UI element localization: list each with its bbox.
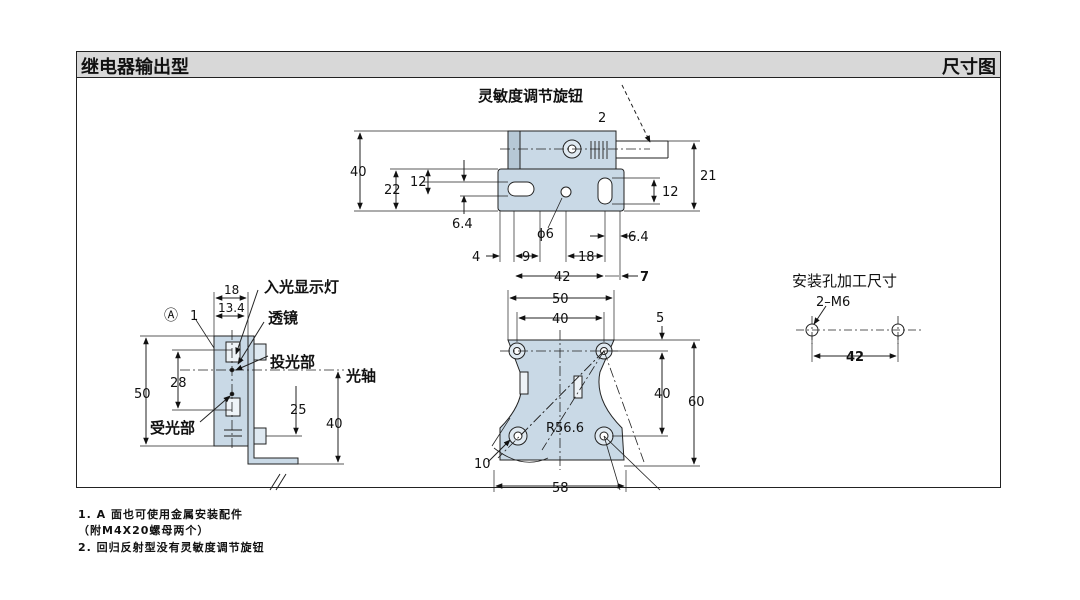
label-indicator: 入光显示灯 [264, 278, 339, 296]
dim-top-18: 18 [578, 250, 595, 265]
dimension-drawing-frame: 继电器输出型 尺寸图 [76, 51, 1001, 488]
side-bracket [247, 335, 299, 465]
front-view [487, 290, 700, 492]
dim-top-12: 12 [410, 175, 427, 190]
dim-top-6-4-right: 6.4 [628, 230, 649, 245]
header-title-right: 尺寸图 [942, 57, 996, 78]
header-title-left: 继电器输出型 [81, 57, 189, 78]
dim-top-7: 7 [640, 270, 649, 285]
dim-side-50: 50 [134, 387, 151, 402]
dim-side-40: 40 [326, 417, 343, 432]
dim-hole-m6: 2–M6 [816, 295, 850, 310]
dim-top-4: 4 [472, 250, 480, 265]
dim-top-6-4-left: 6.4 [452, 217, 473, 232]
dim-front-10: 10 [474, 457, 491, 472]
dim-side-25: 25 [290, 403, 307, 418]
label-mount-hole-title: 安装孔加工尺寸 [792, 272, 897, 290]
dim-front-r56-6: R56.6 [546, 421, 584, 436]
label-emitter: 投光部 [270, 353, 315, 371]
dim-front-60: 60 [688, 395, 705, 410]
dim-top-phi6: ϕ6 [537, 227, 554, 242]
dim-top-2: 2 [598, 111, 606, 126]
note-1: 1. A 面也可使用金属安装配件 [78, 508, 244, 521]
dim-top-40: 40 [350, 165, 367, 180]
dim-top-22: 22 [384, 183, 401, 198]
dim-front-40-width: 40 [552, 312, 569, 327]
dim-side-18: 18 [224, 283, 239, 297]
top-view [354, 84, 700, 280]
dim-hole-42: 42 [846, 350, 864, 365]
dim-front-40-height: 40 [654, 387, 671, 402]
header-bar: 继电器输出型 尺寸图 [77, 52, 1000, 78]
label-sensitivity-knob: 灵敏度调节旋钮 [478, 87, 583, 105]
dim-front-58: 58 [552, 481, 569, 496]
top-sensor-body [507, 130, 617, 172]
dim-side-1: 1 [190, 309, 198, 324]
label-receiver: 受光部 [150, 419, 195, 437]
dim-front-5: 5 [656, 311, 664, 326]
dim-top-42: 42 [554, 270, 571, 285]
mark-a: Ⓐ [164, 308, 178, 324]
dim-top-12-right: 12 [662, 185, 679, 200]
mount-hole-view [796, 305, 922, 362]
label-lens: 透镜 [268, 309, 298, 327]
side-view [140, 289, 344, 491]
label-optical-axis: 光轴 [345, 367, 376, 385]
dim-top-21: 21 [700, 169, 717, 184]
note-2: 2. 回归反射型没有灵敏度调节旋钮 [78, 541, 265, 554]
dim-side-28: 28 [170, 376, 187, 391]
note-1-sub: （附M4X20螺母两个） [78, 524, 210, 537]
dim-front-50: 50 [552, 292, 569, 307]
dim-top-9: 9 [522, 250, 530, 265]
dim-side-13-4: 13.4 [218, 301, 245, 315]
drawing-labels: 灵敏度调节旋钮 2 40 22 12 6.4 ϕ6 21 12 6.4 4 9 … [134, 87, 897, 496]
